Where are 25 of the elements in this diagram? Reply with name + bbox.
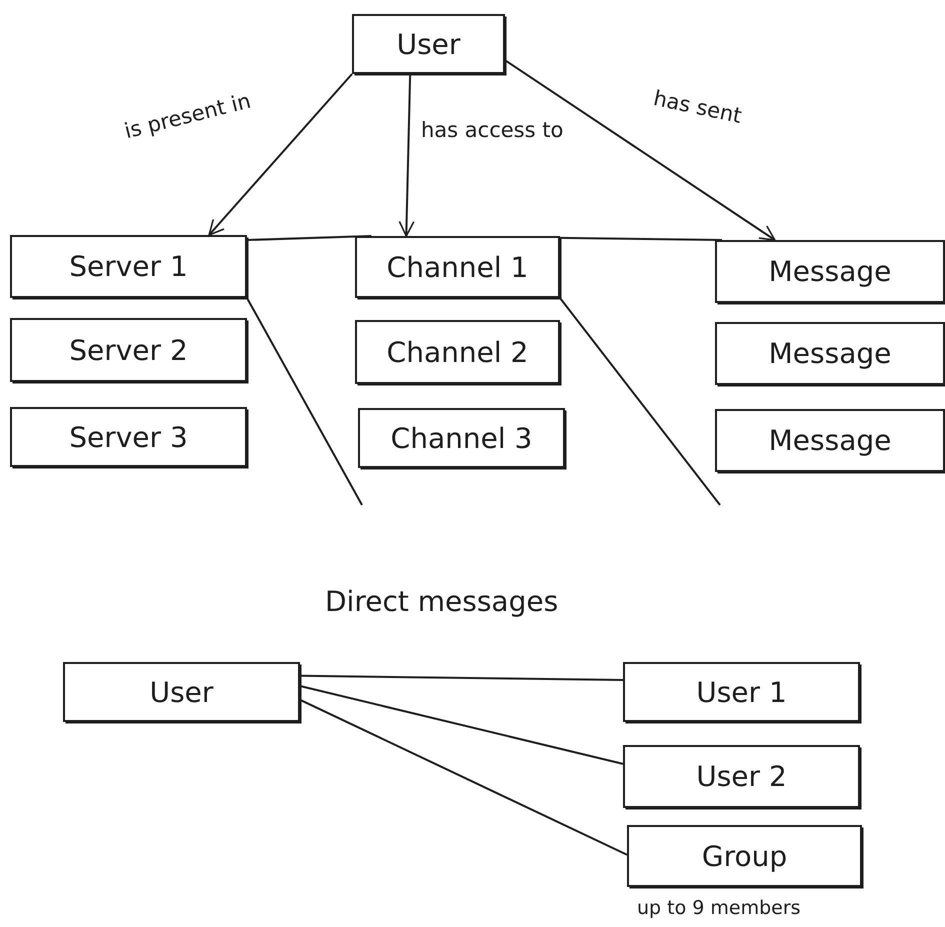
- entity-box: User 2: [623, 745, 860, 808]
- entity-box: Server 3: [10, 407, 247, 467]
- entity-box: Message: [715, 322, 945, 385]
- arrow: [398, 74, 415, 237]
- connector-line: [300, 674, 624, 681]
- entity-box: Message: [715, 409, 945, 472]
- entity-box: Server 2: [10, 318, 247, 382]
- node-caption: up to 9 members: [637, 897, 801, 919]
- connector-line: [246, 298, 363, 506]
- arrow: [504, 59, 776, 241]
- entity-box: User: [352, 14, 505, 74]
- entity-box: Group: [627, 825, 862, 887]
- connector-line: [560, 236, 722, 241]
- arrow: [208, 73, 353, 236]
- entity-box: Channel 3: [358, 408, 565, 468]
- entity-box: Message: [715, 240, 945, 303]
- connector-line: [300, 685, 624, 765]
- connector-line: [300, 698, 628, 856]
- entity-box: Server 1: [10, 235, 247, 298]
- connector-line: [559, 297, 721, 506]
- entity-box: User: [63, 662, 300, 722]
- entity-box: Channel 1: [355, 236, 560, 298]
- entity-box: Channel 2: [355, 320, 560, 384]
- connector-line: [246, 235, 372, 242]
- entity-box: User 1: [623, 662, 860, 722]
